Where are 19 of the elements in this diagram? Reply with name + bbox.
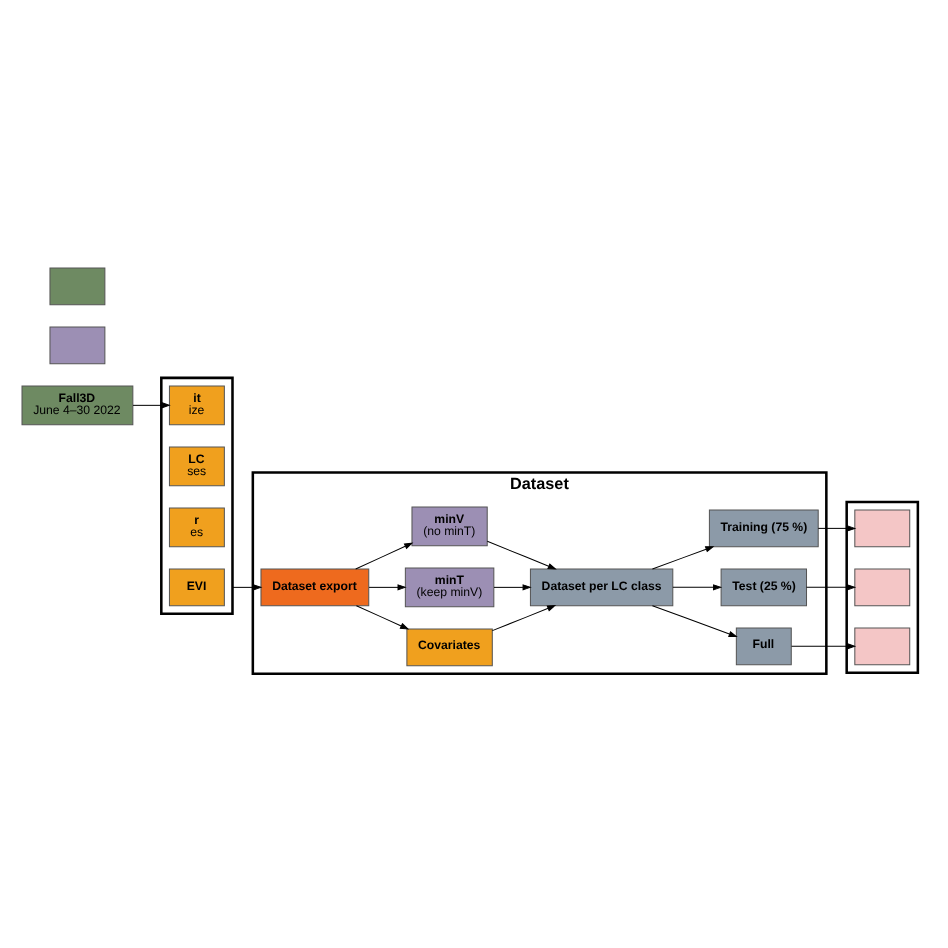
arrow: [651, 545, 715, 569]
arrow: [368, 583, 407, 590]
node-box: [854, 626, 911, 665]
arrow: [486, 539, 557, 569]
arrow: [493, 583, 532, 590]
node-box: [49, 325, 106, 364]
arrow: [491, 604, 557, 631]
arrow: [651, 604, 738, 637]
arrow: [791, 642, 857, 649]
node-box: [854, 567, 911, 606]
arrow: [132, 401, 171, 408]
arrow: [817, 524, 857, 531]
arrow: [355, 541, 414, 569]
arrow: [806, 583, 857, 590]
arrow: [672, 583, 723, 590]
node-box: [49, 266, 106, 305]
arrow: [355, 604, 410, 629]
arrow: [232, 583, 263, 590]
node-box: [854, 508, 911, 547]
